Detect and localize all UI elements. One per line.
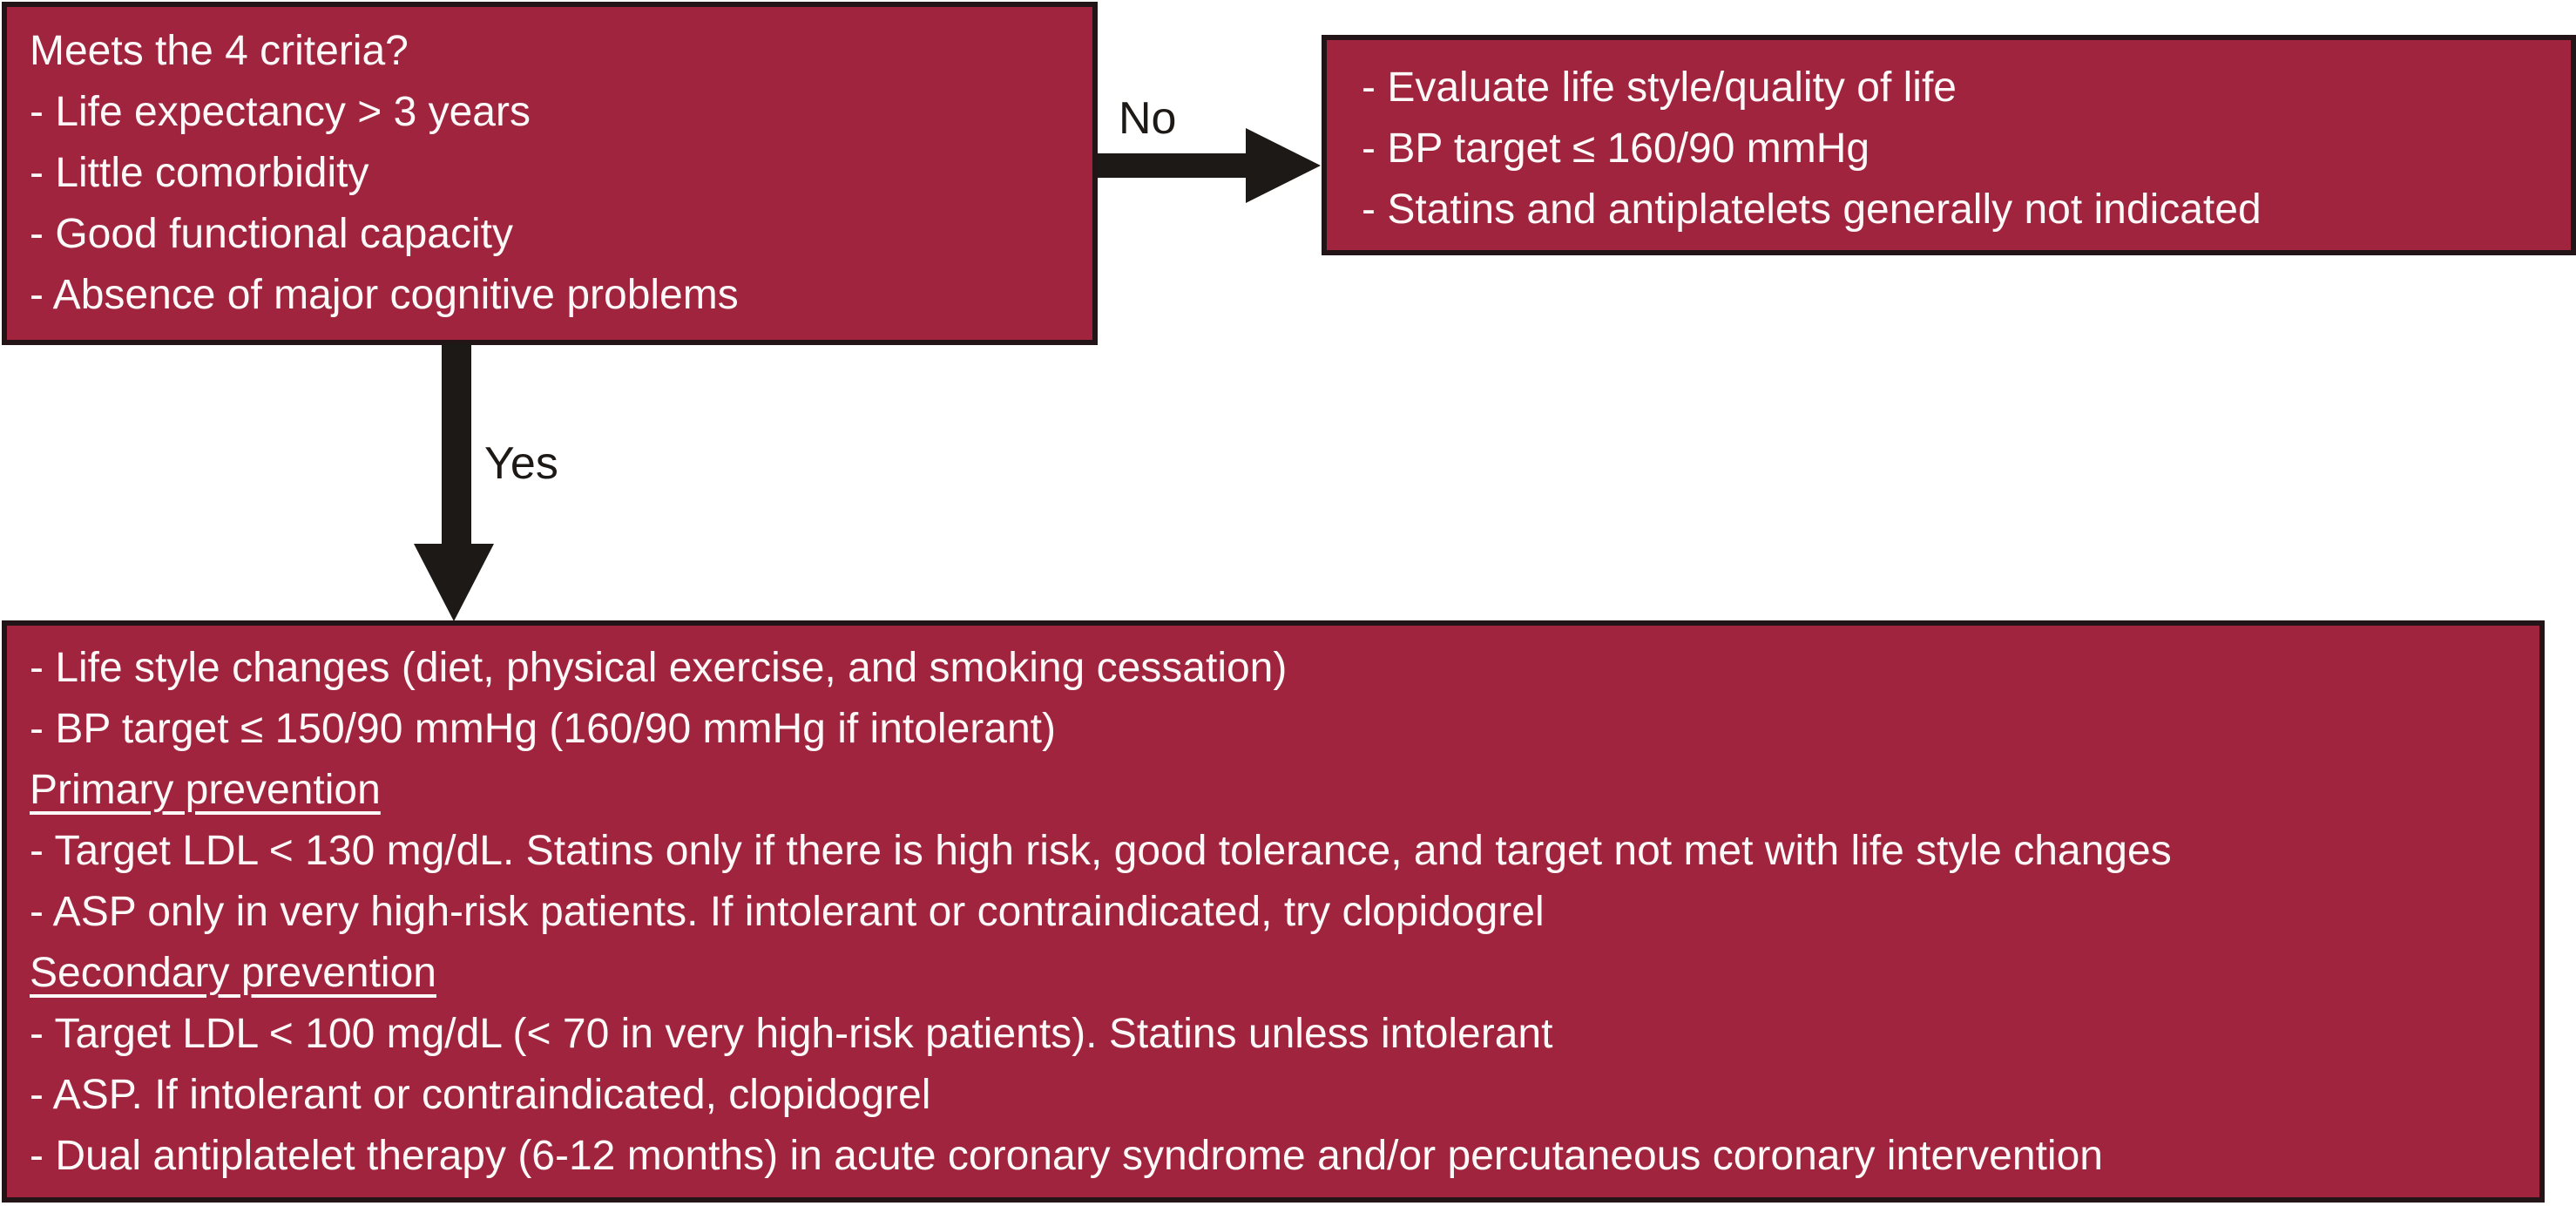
secondary-prevention-dual-antiplatelet: - Dual antiplatelet therapy (6-12 months… [30,1133,2103,1179]
no-outcome-line-bp-target: - BP target ≤ 160/90 mmHg [1362,125,1870,172]
no-arrow-head-icon [1246,128,1321,203]
yes-outcome-line-bp-target: - BP target ≤ 150/90 mmHg (160/90 mmHg i… [30,706,1056,752]
primary-prevention-asp: - ASP only in very high-risk patients. I… [30,889,1545,935]
secondary-prevention-ldl: - Target LDL < 100 mg/dL (< 70 in very h… [30,1011,1553,1057]
no-arrow-shaft [1098,153,1249,178]
criteria-line-comorbidity: - Little comorbidity [30,150,369,196]
no-outcome-box: - Evaluate life style/quality of life - … [1322,35,2576,255]
secondary-prevention-heading: Secondary prevention [30,950,436,996]
primary-prevention-ldl: - Target LDL < 130 mg/dL. Statins only i… [30,828,2172,874]
no-branch-label: No [1119,93,1177,144]
criteria-line-functional-capacity: - Good functional capacity [30,211,513,257]
yes-outcome-line-lifestyle-changes: - Life style changes (diet, physical exe… [30,645,1288,691]
no-outcome-line-lifestyle: - Evaluate life style/quality of life [1362,64,1957,111]
secondary-prevention-asp: - ASP. If intolerant or contraindicated,… [30,1072,931,1118]
no-outcome-line-statins: - Statins and antiplatelets generally no… [1362,186,2262,233]
primary-prevention-heading: Primary prevention [30,767,381,813]
yes-arrow-head-icon [414,544,494,621]
criteria-box-title: Meets the 4 criteria? [30,28,409,74]
yes-arrow-shaft [442,343,471,545]
yes-branch-label: Yes [484,438,558,489]
criteria-line-life-expectancy: - Life expectancy > 3 years [30,89,531,135]
yes-outcome-box: - Life style changes (diet, physical exe… [2,620,2545,1203]
criteria-box: Meets the 4 criteria? - Life expectancy … [2,2,1098,345]
criteria-line-cognitive: - Absence of major cognitive problems [30,272,739,318]
